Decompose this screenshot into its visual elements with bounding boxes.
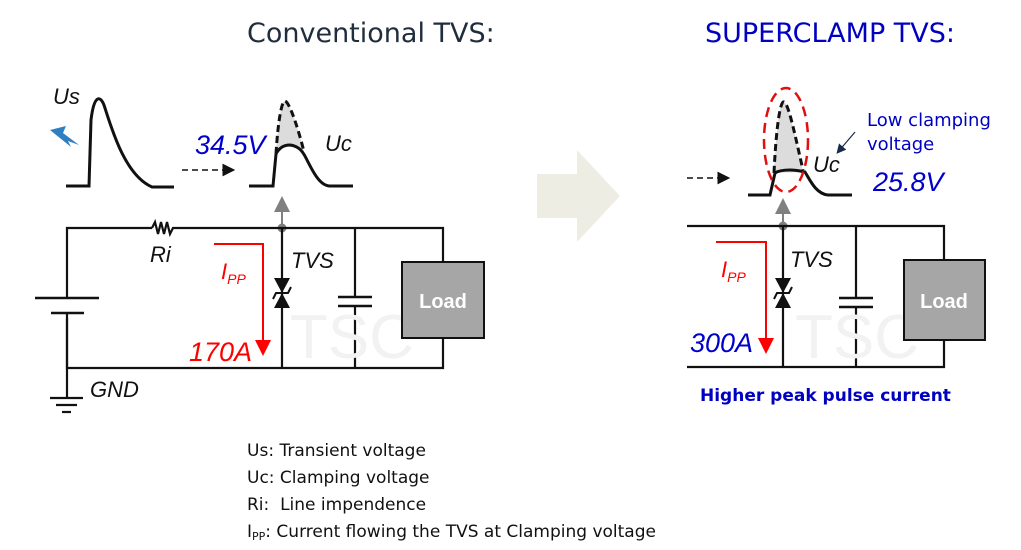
conventional-title: Conventional TVS: — [247, 18, 495, 49]
capacitor-gap — [336, 296, 374, 306]
legend-term: Us — [247, 441, 269, 461]
annotation-line2: voltage — [867, 134, 934, 155]
clamping-voltage-waveform-right — [748, 168, 852, 197]
legend-item-ri: Ri: Line impendence — [247, 492, 656, 519]
tvs-diode-bar — [272, 286, 292, 300]
superclamp-circuit: Uc Low clamping voltage 25.8V TVS TSC Lo… — [687, 86, 991, 406]
superclamp-title: SUPERCLAMP TVS: — [705, 18, 955, 49]
ipp-label: IPP — [221, 259, 246, 287]
annotation-pointer — [836, 131, 856, 154]
load-label-right: Load — [920, 291, 968, 313]
transient-voltage-waveform — [66, 97, 174, 189]
uc-label-right: Uc — [813, 152, 840, 177]
ipp-current-arrow — [214, 243, 271, 356]
clipped-peak-shading-right — [774, 101, 803, 173]
clipped-peak-dashed — [274, 99, 306, 155]
highlight-ellipse — [762, 86, 810, 194]
caption-higher-current: Higher peak pulse current — [700, 386, 951, 406]
tvs-label-right: TVS — [790, 247, 833, 272]
resistor-ri — [151, 218, 180, 238]
tvs-diode-bar-right — [773, 286, 793, 300]
ipp-label-right: IPP — [721, 257, 746, 285]
clamp-voltage-value: 34.5V — [195, 130, 269, 160]
ipp-subscript-right: PP — [727, 269, 746, 285]
legend-desc: : Clamping voltage — [268, 468, 430, 488]
conventional-circuit: Us 34.5V Uc Ri GND TVS — [35, 84, 485, 414]
ri-label: Ri — [150, 242, 172, 267]
wires-right — [687, 224, 946, 369]
legend-item-ipp: IPP: Current flowing the TVS at Clamping… — [247, 519, 656, 550]
legend-desc: : Transient voltage — [268, 441, 426, 461]
watermark-right: TSC — [795, 303, 919, 372]
transition-arrow-icon — [537, 150, 620, 242]
lightning-icon — [50, 126, 79, 147]
legend: Us: Transient voltage Uc: Clamping volta… — [247, 438, 656, 550]
ipp-value: 170A — [189, 337, 252, 367]
legend-term: Uc — [247, 468, 269, 488]
tvs-label: TVS — [291, 248, 334, 273]
ipp-subscript: PP — [227, 271, 246, 287]
legend-term: Ri — [247, 495, 264, 515]
us-label: Us — [53, 84, 80, 109]
clipped-peak-dashed-right — [772, 100, 805, 174]
legend-desc: : Line impendence — [263, 495, 427, 515]
clamp-voltage-value-right: 25.8V — [872, 167, 947, 197]
ipp-value-right: 300A — [690, 328, 753, 358]
load-box-right — [903, 259, 986, 341]
capacitor-gap-right — [837, 297, 875, 307]
load-label: Load — [419, 291, 467, 313]
watermark: TSC — [290, 303, 414, 372]
annotation-line1: Low clamping — [867, 110, 991, 131]
legend-term: I — [247, 522, 253, 542]
ipp-symbol: I — [221, 259, 227, 284]
clamping-voltage-waveform — [249, 143, 353, 188]
gnd-label: GND — [90, 377, 139, 402]
legend-desc: : Current flowing the TVS at Clamping vo… — [265, 522, 656, 542]
uc-label: Uc — [325, 131, 352, 156]
legend-item-uc: Uc: Clamping voltage — [247, 465, 656, 492]
clipped-peak-shading — [276, 100, 304, 154]
legend-subscript: PP — [252, 530, 266, 543]
ipp-current-arrow-right — [716, 241, 774, 354]
load-box — [401, 261, 485, 339]
ipp-symbol-right: I — [721, 257, 727, 282]
legend-item-us: Us: Transient voltage — [247, 438, 656, 465]
